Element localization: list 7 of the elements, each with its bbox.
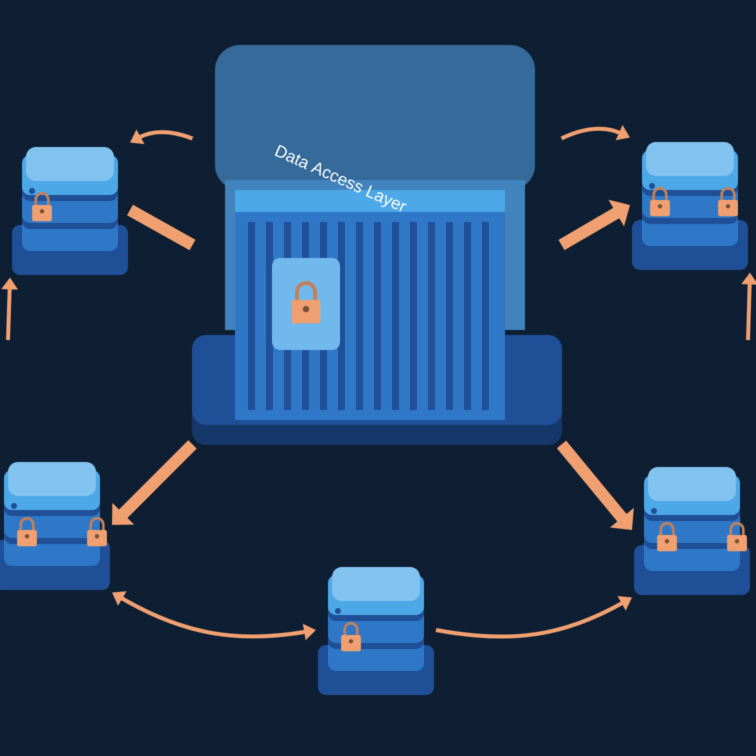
server-drawing: [0, 462, 110, 590]
arrow: [556, 440, 634, 530]
server-drawing: [634, 467, 750, 595]
arrow: [112, 440, 197, 525]
server-drawing: [318, 567, 434, 695]
server-drawing: [632, 142, 748, 270]
server-drawing: [12, 147, 128, 275]
